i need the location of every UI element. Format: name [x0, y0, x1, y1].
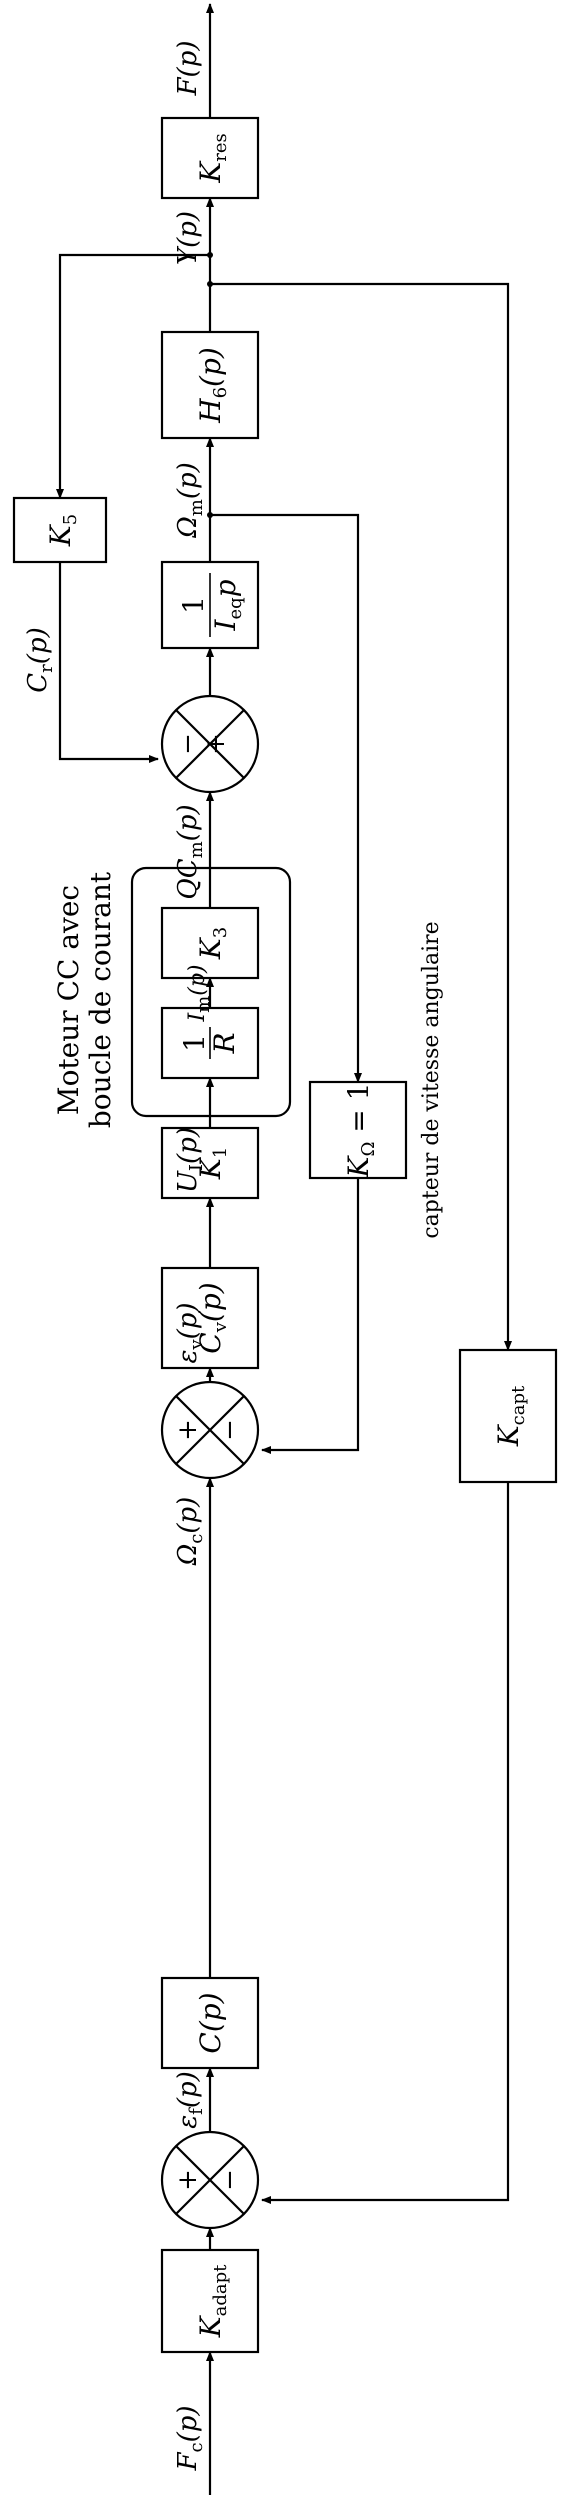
block-cv-label: Cv(p) — [194, 1282, 231, 1353]
sign-plus: + — [173, 2169, 203, 2191]
signal-eps-v: εv(p) — [173, 1302, 207, 1363]
sign-minus: − — [215, 1419, 245, 1441]
wire-disturbance-pickoff — [56, 253, 210, 499]
summing-junction-position: + − — [160, 2130, 260, 2230]
block-k1-label: K1 — [194, 1147, 231, 1180]
block-c-label: C(p) — [194, 1992, 227, 2053]
signal-f: F(p) — [173, 41, 203, 97]
signal-i-m: Im(p) — [185, 964, 214, 1022]
sign-plus: + — [201, 733, 231, 755]
junction-dot — [207, 281, 213, 287]
sign-minus: − — [215, 2169, 245, 2191]
signal-u-i: UI(p) — [173, 1127, 207, 1193]
svg-text:1: 1 — [178, 1034, 211, 1052]
block-k3 — [160, 906, 260, 980]
summing-junction-torque: − + — [160, 694, 260, 794]
svg-text:1: 1 — [177, 596, 210, 614]
signal-qc-m: QCm(p) — [173, 804, 207, 899]
junction-dot — [207, 512, 213, 518]
block-k-res — [160, 116, 260, 200]
wire-speed-feedback — [261, 1178, 360, 1454]
block-k-adapt — [160, 2248, 260, 2354]
block-k5 — [12, 496, 108, 564]
svg-text:Ieqp: Ieqp — [209, 579, 246, 631]
block-k-omega — [308, 1080, 408, 1180]
motor-caption-line2: boucle de courant — [84, 871, 117, 1128]
block-k-res-label: Kres — [194, 133, 231, 183]
junction-dot — [207, 252, 213, 258]
block-k-capt-label: Kcapt — [492, 1385, 529, 1447]
motor-caption-line1: Moteur CC avec — [52, 885, 85, 1115]
block-inv-r-label: 1 R — [178, 1027, 241, 1059]
block-h6 — [160, 330, 260, 440]
sensor-caption: capteur de vitesse angulaire — [419, 921, 444, 1238]
block-k-omega-label: KΩ = 1 — [342, 1083, 379, 1179]
signal-omega-c: Ωc(p) — [173, 1497, 207, 1567]
wire-position-pickoff — [210, 282, 512, 1351]
block-k-adapt-label: Kadapt — [194, 2264, 231, 2338]
block-k5-label: K5 — [44, 514, 81, 547]
signal-omega-m: Ωm(p) — [173, 462, 207, 539]
block-k1 — [160, 1126, 260, 1200]
block-inv-ieq-label: 1 Ieqp — [177, 573, 246, 637]
wire-cr — [58, 562, 159, 763]
svg-text:R: R — [208, 1032, 241, 1054]
block-k-capt — [458, 1348, 558, 1484]
block-h6-label: H6(p) — [194, 347, 231, 424]
sign-minus: − — [173, 733, 203, 755]
wire-position-feedback — [261, 1482, 510, 2204]
sign-plus: + — [173, 1419, 203, 1441]
summing-junction-speed: + − — [160, 1380, 260, 1480]
block-k3-label: K3 — [194, 927, 231, 960]
signal-fc: Fc(p) — [173, 2405, 207, 2471]
wire-speed-pickoff — [210, 513, 362, 1083]
block-c — [160, 1976, 260, 2070]
motor-group-frame — [130, 866, 292, 1118]
signal-eps-f: εf(p) — [173, 2071, 207, 2129]
signal-y: Y(p) — [173, 211, 203, 265]
signal-c-r: Cr(p) — [23, 627, 57, 692]
block-cv — [160, 1266, 260, 1370]
